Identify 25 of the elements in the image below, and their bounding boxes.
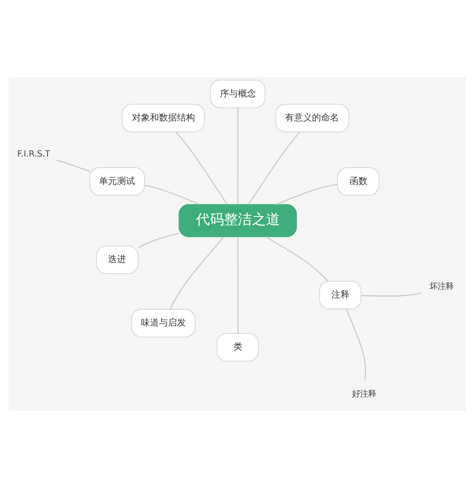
node-box: 序与概念 xyxy=(210,80,266,108)
node-box: 函数 xyxy=(337,167,380,196)
node-box: 对象和数据结构 xyxy=(122,104,205,132)
node-box: 迭进 xyxy=(96,246,138,274)
connector xyxy=(265,236,328,282)
node-box: 味道与启发 xyxy=(131,308,196,338)
connector xyxy=(170,236,224,310)
connector xyxy=(175,131,228,205)
connector xyxy=(138,232,180,248)
node-text: 坏注释 xyxy=(430,281,454,292)
connector xyxy=(276,184,338,205)
connector xyxy=(248,132,300,205)
connector xyxy=(360,292,422,297)
connector xyxy=(56,160,90,172)
node-box: 单元测试 xyxy=(90,167,145,196)
connector xyxy=(346,308,366,381)
node-box: 注释 xyxy=(319,280,362,310)
node-text: F.I.R.S.T xyxy=(17,148,50,158)
node-box: 有意义的命名 xyxy=(275,104,350,132)
connector xyxy=(237,236,239,334)
node-text: 好注释 xyxy=(352,388,376,398)
connector xyxy=(237,107,238,205)
connector xyxy=(144,184,200,205)
node-box: 代码整洁之道 xyxy=(178,204,297,238)
node-box: 类 xyxy=(216,333,259,362)
